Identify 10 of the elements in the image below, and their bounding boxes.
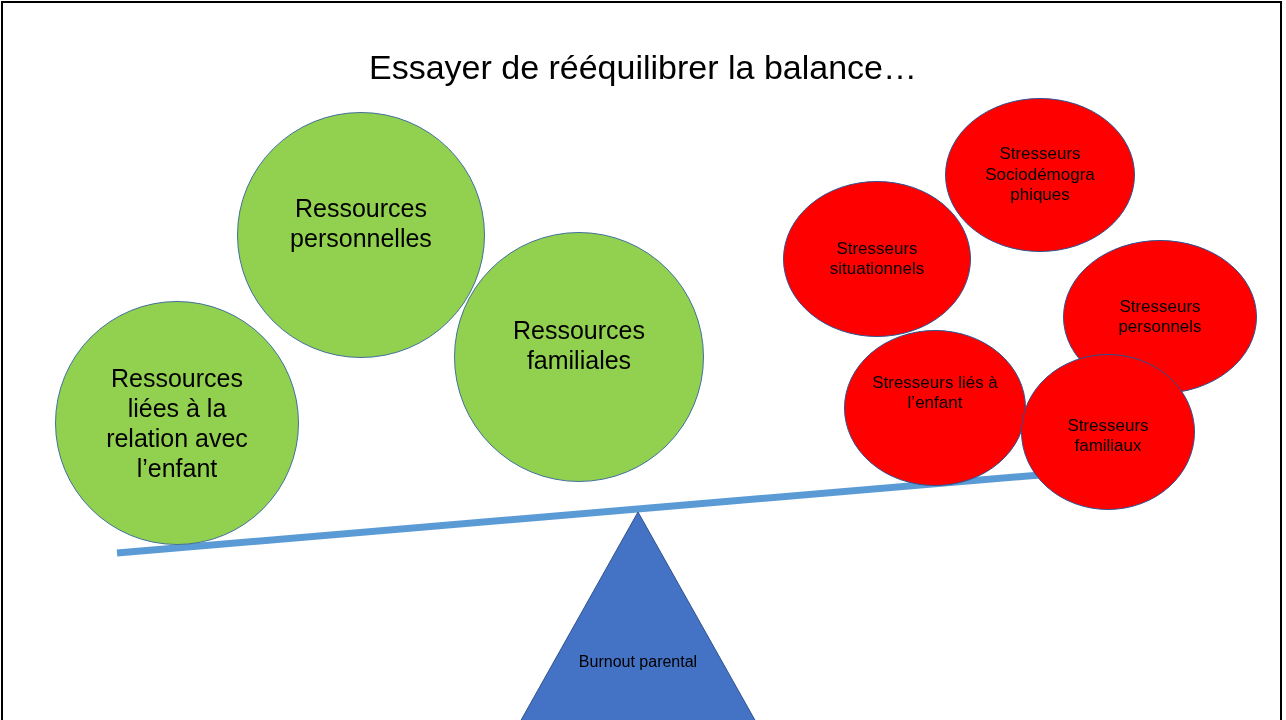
node-label: Ressources familiales — [512, 315, 646, 375]
node-label: Burnout parental — [578, 652, 698, 672]
node-label: Stresseurs situationnels — [828, 238, 926, 280]
title: Essayer de rééquilibrer la balance… — [367, 48, 919, 87]
node-label: Stresseurs liés à l’enfant — [871, 372, 999, 414]
node-label: Ressources personnelles — [289, 193, 433, 253]
node-label: Stresseurs familiaux — [1066, 415, 1150, 457]
node-label: Ressources liées à la relation avec l’enfant — [105, 363, 249, 483]
node-label: Stresseurs personnels — [1117, 296, 1203, 338]
node-label: Stresseurs Sociodémographiques — [984, 144, 1096, 206]
